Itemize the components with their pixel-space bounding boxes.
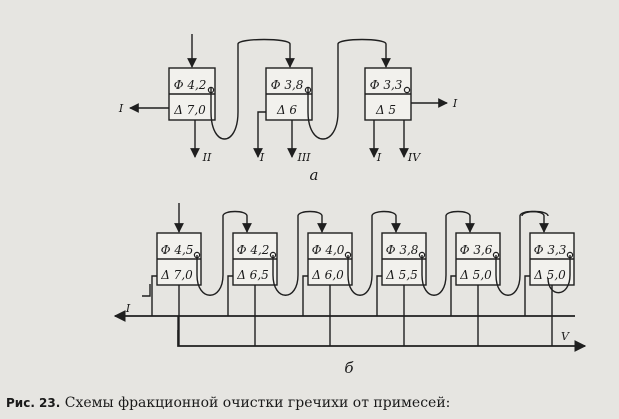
collector-i-left-hook — [142, 284, 151, 297]
scheme-b-label: б — [344, 359, 354, 377]
sieve-thickness: Δ 5,5 — [385, 268, 418, 282]
sieve-hole-size: Ф 3,3 — [370, 78, 403, 92]
transfer-b-2-3 — [272, 210, 327, 296]
drop-to-collector-i-1 — [151, 275, 157, 316]
transfer-b-4-5 — [421, 210, 475, 296]
sieve-thickness: Δ 6 — [276, 103, 297, 117]
sieve-b-5: Ф 3,6 Δ 5,0 — [455, 232, 501, 286]
transfer-b-top-hook — [521, 210, 549, 217]
sieve-hole-size: Ф 3,3 — [534, 243, 567, 257]
sieve-b-6: Ф 3,3 Δ 5,0 — [529, 232, 575, 286]
scheme-a-label: а — [310, 166, 319, 184]
transfer-a-1-2 — [210, 38, 295, 140]
sieve-thickness: Δ 7,0 — [160, 268, 193, 282]
output-label-s3-down: IV — [407, 151, 421, 164]
figure-number: Рис. 23. — [6, 396, 61, 410]
figure-caption: Рис. 23. Схемы фракционной очистки гречи… — [6, 395, 450, 411]
transfer-b-5-6 — [495, 210, 549, 296]
sieve-b-4: Ф 3,8 Δ 5,5 — [381, 232, 427, 286]
sieve-hole-size: Ф 3,6 — [460, 243, 493, 257]
outlet-point — [403, 86, 411, 94]
drop-to-collector-i-4 — [376, 275, 382, 316]
sieve-b-1: Ф 4,5 Δ 7,0 — [156, 232, 202, 286]
sieve-b-3: Ф 4,0 Δ 6,0 — [307, 232, 353, 286]
sieve-thickness: Δ 7,0 — [173, 103, 206, 117]
sieve-a-3: Ф 3,3 Δ 5 — [364, 67, 412, 121]
output-label-s2-down: III — [296, 151, 311, 164]
transfer-b-1-2 — [196, 210, 252, 296]
output-label-s1-down: II — [202, 151, 212, 164]
sieve-thickness: Δ 5,0 — [533, 268, 566, 282]
sieve-b-2: Ф 4,2 Δ 6,5 — [232, 232, 278, 286]
output-label-s3-left: I — [376, 151, 382, 164]
sieve-hole-size: Ф 4,2 — [237, 243, 270, 257]
sieve-hole-size: Ф 4,5 — [161, 243, 194, 257]
sieve-thickness: Δ 6,5 — [236, 268, 269, 282]
output-label-right-b: V — [561, 330, 570, 343]
sieve-hole-size: Ф 3,8 — [386, 243, 419, 257]
transfer-b-3-4 — [347, 210, 401, 296]
collector-v — [177, 330, 587, 352]
caption-text: Схемы фракционной очистки гречихи от при… — [64, 395, 451, 411]
transfer-a-2-3 — [307, 38, 391, 140]
drop-to-collector-i-2 — [227, 275, 233, 316]
output-label-right-a: I — [452, 97, 458, 110]
sieve-hole-size: Ф 3,8 — [271, 78, 304, 92]
transfer-b-last-loop — [547, 255, 571, 294]
sieve-thickness: Δ 6,0 — [311, 268, 344, 282]
output-s2-left — [253, 111, 266, 158]
sieve-thickness: Δ 5,0 — [459, 268, 492, 282]
output-label-left-b: I — [125, 302, 131, 315]
sieve-thickness: Δ 5 — [375, 103, 396, 117]
drop-to-collector-i-3 — [302, 275, 308, 316]
output-label-s2-left: I — [259, 151, 265, 164]
drop-to-collector-i-6 — [524, 275, 530, 316]
scheme-b: Ф 4,5 Δ 7,0 Ф 4,2 Δ 6,5 Ф 4,0 Δ 6,0 Ф 3,8 Δ 5,5… — [113, 203, 587, 377]
sieve-hole-size: Ф 4,0 — [312, 243, 345, 257]
sieve-hole-size: Ф 4,2 — [174, 78, 207, 92]
sieve-a-2: Ф 3,8 Δ 6 — [265, 67, 313, 121]
drop-to-collector-i-5 — [450, 275, 456, 316]
sieve-a-1: Ф 4,2 Δ 7,0 — [168, 67, 216, 121]
output-label-left-a: I — [118, 102, 124, 115]
